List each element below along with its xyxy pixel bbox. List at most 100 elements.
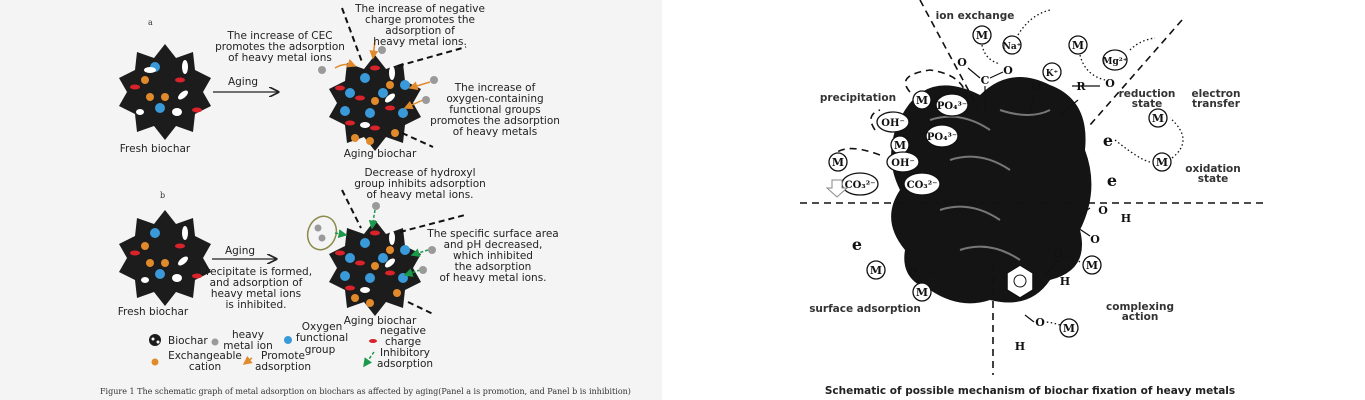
svg-text:M: M [894,139,906,152]
electrons: e e e e [852,131,1117,280]
svg-text:M: M [1072,39,1084,52]
svg-text:C: C [981,74,990,87]
oxidation-state-2: state [1198,173,1229,185]
svg-text:OH⁻: OH⁻ [881,118,904,129]
reduction-state-1: reduction [1119,88,1176,100]
aging-biochar-label-a: Aging biochar [344,148,417,160]
svg-text:Mg²⁺: Mg²⁺ [1103,57,1128,67]
neg-note-4: heavy metal ions. [373,36,467,48]
hydroxyl-note-1: Decrease of hydroxyl [364,167,475,179]
svg-text:O: O [1031,80,1041,93]
legend-biochar: Biochar [168,335,208,347]
complexing-action-1: complexing [1106,301,1174,313]
right-caption: Schematic of possible mechanism of bioch… [825,385,1235,397]
svg-text:O: O [1003,64,1013,77]
neg-note-1: The increase of negative [354,3,485,15]
svg-text:M: M [870,264,882,277]
svg-text:M: M [916,94,928,107]
svg-text:e: e [1107,171,1117,190]
legend: Biochar heavy metal ion Oxygen functiona… [149,321,433,373]
svg-text:CO₃²⁻: CO₃²⁻ [907,180,938,191]
svg-text:H: H [1121,212,1131,225]
fresh-biochar-label-b: Fresh biochar [118,306,189,318]
legend-oxygen-3: group [305,344,336,356]
reduction-state-2: state [1132,98,1163,110]
legend-negative-1: negative [380,325,426,337]
surface-note-4: the adsorption [455,261,532,273]
surface-note-3: which inhibited [453,250,533,262]
precip-note-2: and adsorption of [210,277,303,289]
svg-text:e: e [908,261,918,280]
divider-lines-a [341,7,467,148]
aging-biochar-a [329,55,421,151]
hydroxyl-note-2: group inhibits adsorption [354,178,486,190]
precip-note-3: heavy metal ions [211,288,301,300]
svg-text:M: M [1063,322,1075,335]
legend-oxygen-2: functional [296,332,348,344]
dotted-arrows [918,9,1184,326]
electron-transfer-2: transfer [1192,98,1241,110]
svg-text:OH⁻: OH⁻ [891,158,914,169]
oxy-note-4: promotes the adsorption [430,115,560,127]
complexing-action-2: action [1122,311,1159,323]
legend-promote-1: Promote [261,350,305,362]
svg-text:PO₄³⁻: PO₄³⁻ [927,132,957,143]
svg-text:O: O [957,56,967,69]
inhibit-arrows-b [306,202,436,277]
svg-text:e: e [1103,131,1113,150]
ion-exchange-label: ion exchange [936,10,1015,22]
legend-oxygen-1: Oxygen [302,321,342,333]
panel-a-label: a [148,18,153,27]
svg-text:O: O [1090,233,1100,246]
precip-note-1: Precipitate is formed, [200,266,312,278]
svg-text:O: O [1098,204,1108,217]
surface-adsorption-label: surface adsorption [809,303,921,315]
ion-labels: Na⁺ K⁺ Mg²⁺ PO₄³⁻ OH⁻ PO₄³⁻ OH⁻ CO₃²⁻ CO… [845,42,1128,191]
region-dividers [800,0,1265,375]
functional-groups: O C O O R O O H O O H O H [957,56,1131,353]
aging-label-b: Aging [225,245,255,257]
cec-note-2: promotes the adsorption [215,41,345,53]
fresh-biochar-b [119,210,211,306]
hydroxyl-note-3: of heavy metal ions. [366,189,473,201]
down-arrow-icon [825,179,849,198]
svg-text:M: M [1156,156,1168,169]
precipitation-label: precipitation [820,92,896,104]
precip-note-4: is inhibited. [225,299,286,311]
surface-note-1: The specific surface area [426,228,558,240]
svg-text:PO₄³⁻: PO₄³⁻ [937,101,967,112]
electron-transfer-1: electron [1192,88,1241,100]
legend-inhibit-1: Inhibitory [380,347,430,359]
svg-text:CO₃²⁻: CO₃²⁻ [845,180,876,191]
panel-b-label: b [160,191,165,200]
metal-labels: M M M M M M M M M M M [832,29,1168,335]
cec-note-1: The increase of CEC [226,30,332,42]
legend-negative-2: charge [385,336,421,348]
svg-text:K⁺: K⁺ [1046,69,1059,79]
legend-cation-1: Exchangeable [168,350,242,362]
oxy-note-1: The increase of [454,82,536,94]
neg-note-2: charge promotes the [365,14,475,26]
svg-text:H: H [1015,340,1025,353]
fresh-biochar-label-a: Fresh biochar [120,143,191,155]
metal-ions [828,25,1172,338]
neg-note-3: adsorption of [385,25,455,37]
promote-arrows-a [318,39,438,110]
aging-adsorption-panel [0,0,662,400]
legend-heavy-metal-2: metal ion [223,340,273,352]
svg-text:H: H [1060,275,1070,288]
svg-text:Na⁺: Na⁺ [1003,42,1022,52]
svg-text:M: M [1086,259,1098,272]
aging-biochar-label-b: Aging biochar [344,315,417,327]
svg-text:O: O [1035,316,1045,329]
oxy-note-5: of heavy metals [453,126,537,138]
svg-text:M: M [1152,112,1164,125]
aging-biochar-b [329,220,421,316]
legend-heavy-metal-1: heavy [232,329,264,341]
legend-inhibit-2: adsorption [377,358,433,370]
cec-note-3: of heavy metal ions [228,52,332,64]
legend-cation-2: cation [189,361,221,373]
oxy-note-2: oxygen-containing [446,93,543,105]
